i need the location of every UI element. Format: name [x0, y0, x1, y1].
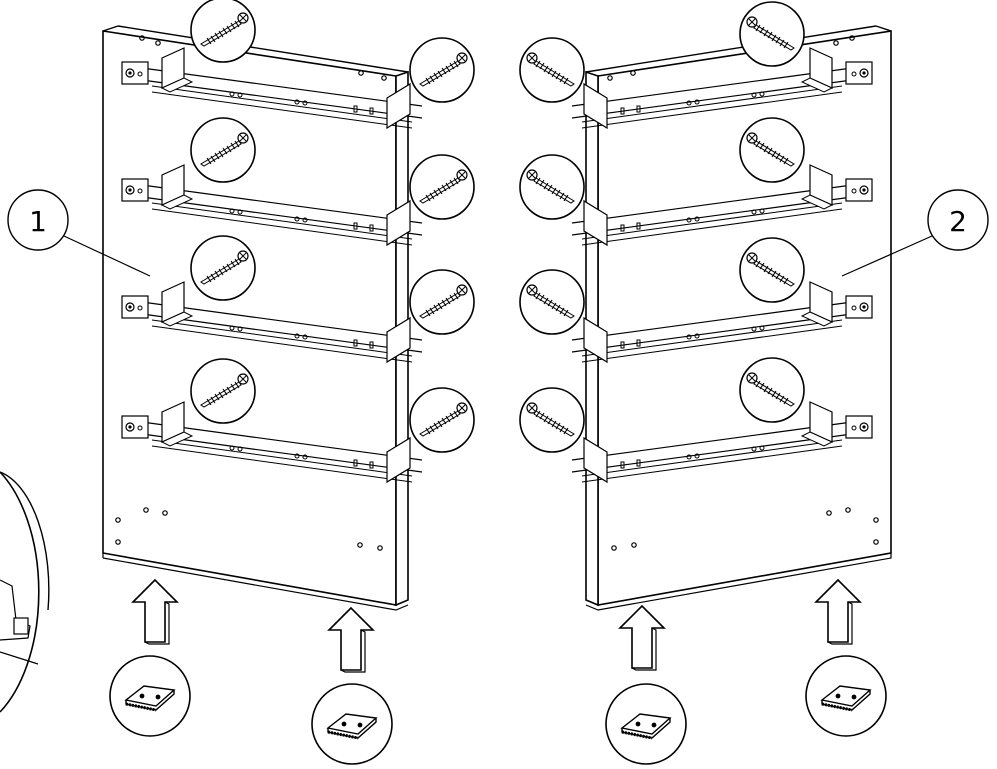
screw-callouts-right [519, 1, 805, 453]
felt-pad-icon [311, 683, 393, 765]
wood-screw-icon [739, 1, 805, 67]
wood-screw-icon [519, 387, 585, 453]
screw-callouts-left [190, 0, 475, 453]
wood-screw-icon [409, 387, 475, 453]
up-arrow-icon [619, 605, 665, 671]
right-side-panel [571, 25, 892, 611]
detail-magnifier-callout [0, 471, 50, 713]
wood-screw-icon [409, 269, 475, 335]
felt-pad-icon [109, 655, 191, 737]
wood-screw-icon [519, 269, 585, 335]
wood-screw-icon [409, 37, 475, 103]
felt-pad-icon [805, 655, 887, 737]
wood-screw-icon [190, 117, 256, 183]
wood-screw-icon [739, 357, 805, 423]
wood-screw-icon [739, 117, 805, 183]
part-callout-2: 2 [841, 189, 989, 277]
up-arrow-icon [328, 607, 374, 673]
wood-screw-icon [519, 154, 585, 220]
up-arrow-icon [815, 579, 861, 645]
felt-pad-icon [605, 683, 687, 765]
up-arrow-icon [132, 579, 178, 645]
part-number-label: 1 [29, 205, 47, 238]
wood-screw-icon [190, 235, 256, 301]
part-callout-1: 1 [7, 189, 151, 277]
part-number-label: 2 [949, 205, 967, 238]
wood-screw-icon [409, 154, 475, 220]
wood-screw-icon [190, 0, 256, 63]
wood-screw-icon [190, 358, 256, 424]
wood-screw-icon [739, 237, 805, 303]
left-side-panel [102, 25, 423, 611]
wood-screw-icon [519, 37, 585, 103]
